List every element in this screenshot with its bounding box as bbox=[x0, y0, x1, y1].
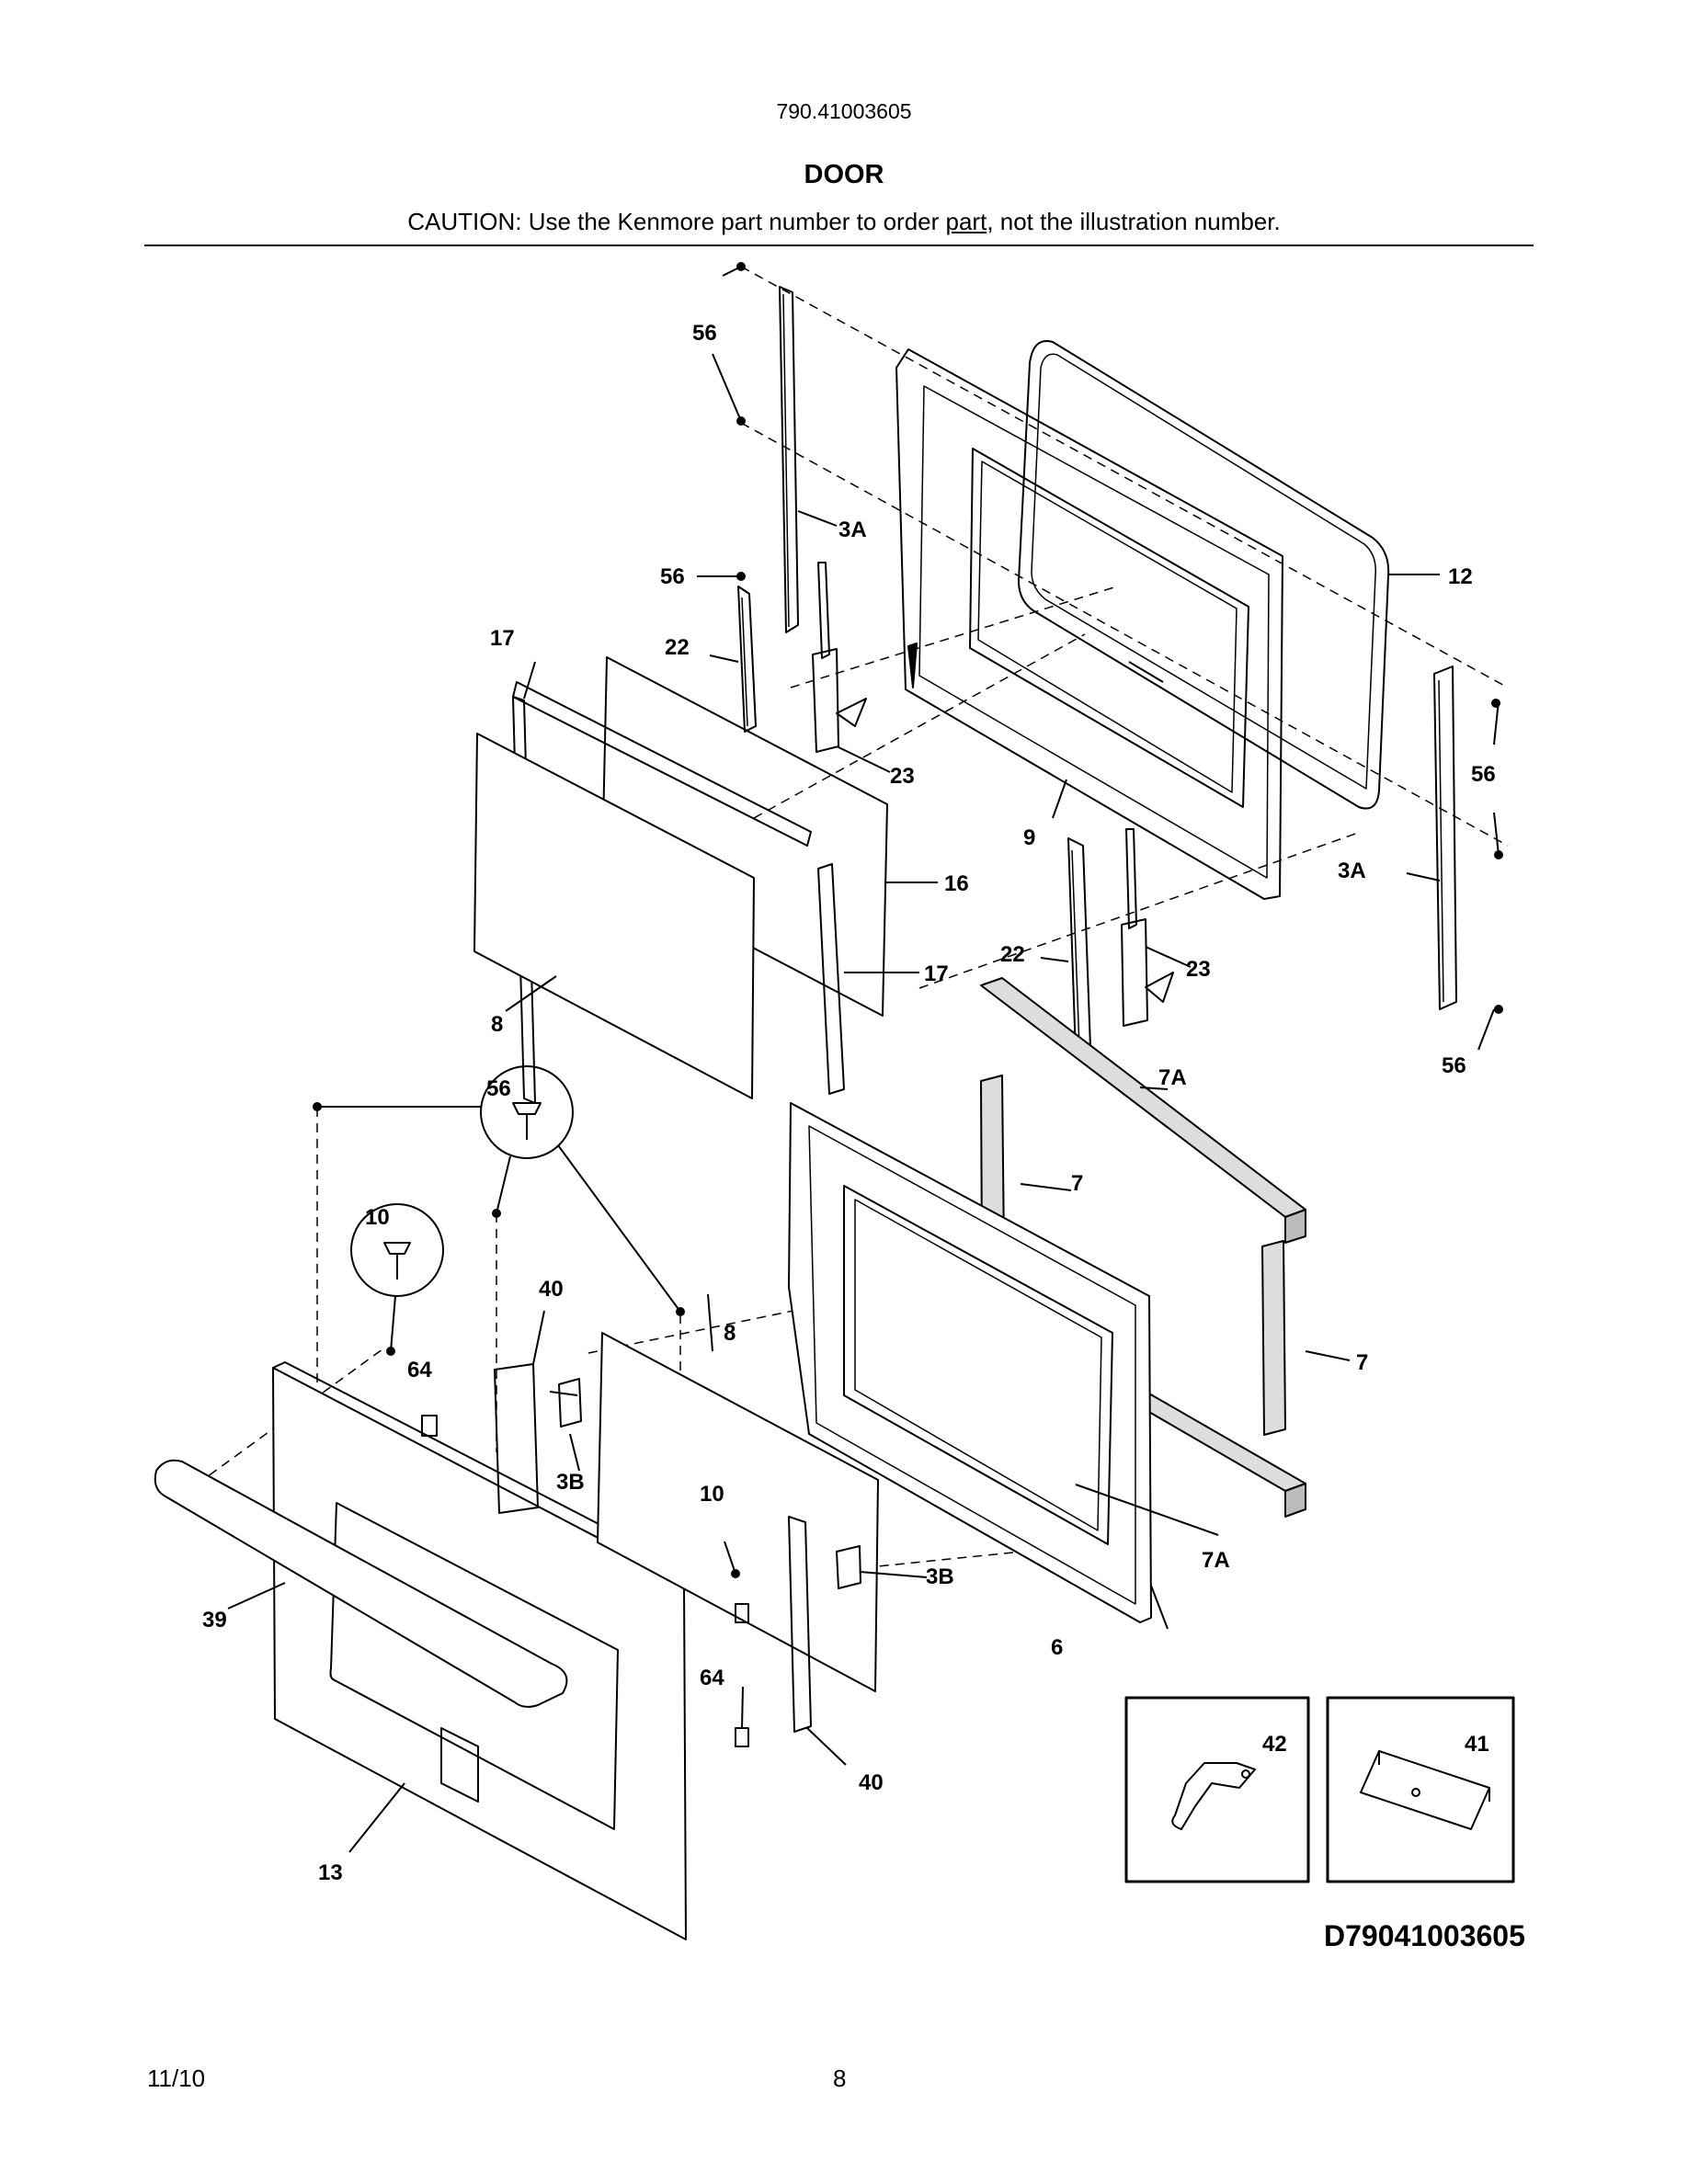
callout-13: 13 bbox=[318, 1860, 343, 1885]
callout-56: 56 bbox=[1471, 762, 1496, 787]
part-16-glass-panel bbox=[601, 656, 888, 1017]
callout-3b: 3B bbox=[556, 1470, 585, 1495]
callout-40: 40 bbox=[539, 1277, 564, 1302]
part-3b-right-clip bbox=[836, 1545, 861, 1589]
callout-23: 23 bbox=[890, 764, 915, 789]
callout-64: 64 bbox=[407, 1358, 432, 1382]
part-3b-left-clip bbox=[558, 1378, 582, 1428]
callout-22: 22 bbox=[665, 635, 690, 660]
part-17-glass-frame-side bbox=[817, 863, 845, 1095]
callout-23: 23 bbox=[1186, 957, 1211, 982]
part-40-lower-bracket bbox=[788, 1516, 812, 1733]
callout-10: 10 bbox=[700, 1482, 724, 1507]
page-number: 8 bbox=[833, 2065, 847, 2092]
caution-note: CAUTION: Use the Kenmore part number to … bbox=[0, 208, 1688, 236]
part-23-left-hinge bbox=[812, 562, 867, 753]
callout-64: 64 bbox=[700, 1666, 724, 1690]
part-40-left-bracket bbox=[494, 1363, 539, 1514]
callout-8: 8 bbox=[491, 1012, 503, 1037]
callout-39: 39 bbox=[202, 1608, 227, 1632]
callout-3a: 3A bbox=[838, 518, 867, 542]
part-9-inner-panel bbox=[895, 348, 1283, 900]
callout-labels: 56 3A 56 12 17 22 23 16 9 56 3A 17 8 22 … bbox=[202, 321, 1496, 1885]
callout-8: 8 bbox=[724, 1321, 736, 1346]
callout-3a: 3A bbox=[1338, 859, 1366, 883]
inset-box-41 bbox=[1326, 1696, 1515, 1883]
caution-part-link[interactable]: part bbox=[945, 208, 987, 235]
callout-7a: 7A bbox=[1202, 1548, 1230, 1573]
part-39-handle bbox=[154, 1459, 568, 1708]
part-7-insulation-right bbox=[1261, 1240, 1286, 1436]
callout-12: 12 bbox=[1448, 564, 1473, 589]
callout-42: 42 bbox=[1262, 1732, 1287, 1757]
callout-17: 17 bbox=[490, 626, 515, 651]
part-23-right-hinge bbox=[1121, 828, 1174, 1027]
callout-56: 56 bbox=[692, 321, 717, 346]
revision-date: 11/10 bbox=[147, 2065, 206, 2092]
part-3a-left-channel bbox=[779, 286, 799, 633]
part-6-inner-shell bbox=[788, 1102, 1152, 1623]
leader-lines bbox=[227, 266, 1500, 1853]
section-title: DOOR bbox=[804, 160, 884, 189]
inset-box-42 bbox=[1124, 1696, 1310, 1883]
callout-7: 7 bbox=[1071, 1171, 1083, 1196]
callout-56: 56 bbox=[660, 564, 685, 589]
part-22-left-receiver bbox=[737, 586, 757, 733]
header-rule bbox=[144, 245, 1534, 246]
screw-56-detail bbox=[317, 1065, 681, 1313]
screw-10-detail bbox=[350, 1203, 444, 1352]
callout-6: 6 bbox=[1051, 1635, 1063, 1660]
part-3a-right-channel bbox=[1433, 665, 1457, 1010]
callout-7: 7 bbox=[1356, 1350, 1368, 1375]
callout-56: 56 bbox=[1442, 1053, 1466, 1078]
callout-41: 41 bbox=[1465, 1732, 1489, 1757]
part-12-gasket-frame bbox=[1018, 340, 1390, 810]
model-number: 790.41003605 bbox=[776, 99, 912, 123]
callout-10: 10 bbox=[365, 1205, 390, 1230]
callout-9: 9 bbox=[1023, 825, 1035, 850]
callout-16: 16 bbox=[944, 871, 969, 896]
callout-3b: 3B bbox=[926, 1564, 954, 1589]
callout-56: 56 bbox=[486, 1076, 511, 1101]
part-8-outer-glass bbox=[473, 733, 755, 1099]
part-7a-insulation-top bbox=[980, 977, 1306, 1244]
callout-7a: 7A bbox=[1158, 1065, 1187, 1090]
caution-prefix: CAUTION: Use the Kenmore part number to … bbox=[407, 208, 946, 235]
part-64-left-spacer bbox=[421, 1415, 438, 1437]
caution-suffix: , not the illustration number. bbox=[987, 208, 1281, 235]
callout-22: 22 bbox=[1000, 942, 1025, 967]
callout-17: 17 bbox=[924, 961, 949, 986]
part-22-right-receiver bbox=[1067, 837, 1091, 1056]
diagram-id: D79041003605 bbox=[1324, 1919, 1525, 1952]
callout-40: 40 bbox=[859, 1770, 884, 1795]
